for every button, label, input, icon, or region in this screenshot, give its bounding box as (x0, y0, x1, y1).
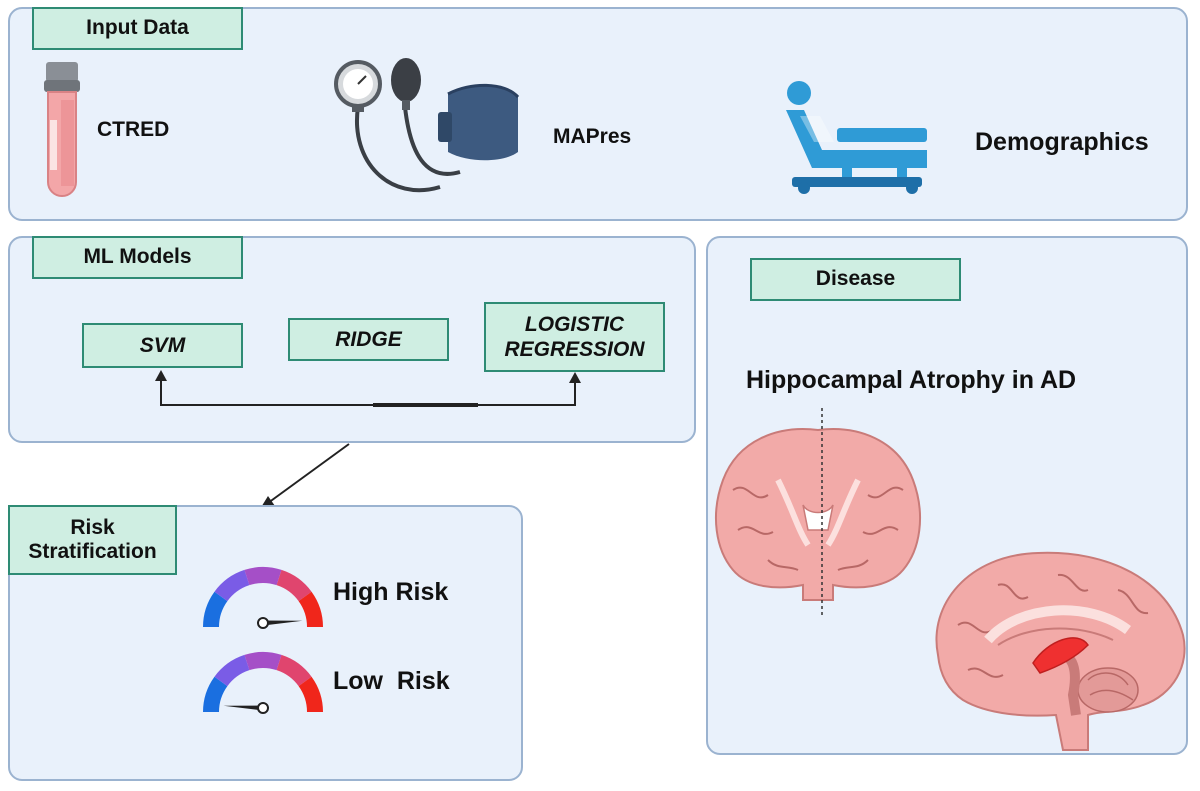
model-logistic-label: LOGISTIC (524, 312, 625, 336)
blood-pressure-cuff-icon (334, 58, 520, 193)
low-risk-label: Low Risk (333, 667, 450, 695)
ml-models-header: ML Models (32, 236, 243, 279)
gauge-needle (223, 705, 264, 711)
disease-header: Disease (750, 258, 961, 301)
gauge-segment (276, 654, 312, 687)
gauge-segment (244, 652, 282, 671)
disease-title: Hippocampal Atrophy in AD (746, 366, 1077, 394)
gauge-segment (214, 654, 250, 687)
low-risk-gauge (203, 652, 323, 714)
input-data-header: Input Data (32, 7, 243, 50)
risk-header-line2: Stratification (28, 540, 157, 563)
demographics-label: Demographics (975, 128, 1149, 156)
model-svm-box: SVM (82, 323, 243, 368)
gauge-segment (298, 676, 323, 712)
model-ridge-label: RIDGE (335, 327, 402, 351)
gauge-segment (214, 569, 250, 602)
gauge-segment (244, 567, 282, 586)
gauge-segment (203, 591, 228, 627)
gauge-segment (298, 591, 323, 627)
risk-header: Risk Stratification (8, 505, 177, 575)
sagittal-brain-icon (935, 551, 1186, 751)
blood-tube-icon (44, 62, 80, 197)
model-regression-label: REGRESSION (504, 338, 645, 361)
gauge-needle (262, 620, 303, 626)
high-risk-label: High Risk (333, 578, 449, 606)
patient-bed-icon (786, 81, 927, 194)
gauge-segment (203, 676, 228, 712)
model-svm-label: SVM (139, 333, 186, 357)
model-ridge-box: RIDGE (288, 318, 449, 361)
risk-header-line1: Risk (70, 515, 115, 539)
gauge-segment (276, 569, 312, 602)
ctred-label: CTRED (97, 118, 170, 141)
coronal-brain-icon (715, 428, 921, 601)
model-logistic-regression-box: LOGISTIC REGRESSION (484, 302, 665, 372)
high-risk-gauge (203, 567, 323, 629)
gauge-hub (257, 617, 269, 629)
mapres-label: MAPres (553, 125, 632, 148)
gauge-hub (257, 702, 269, 714)
